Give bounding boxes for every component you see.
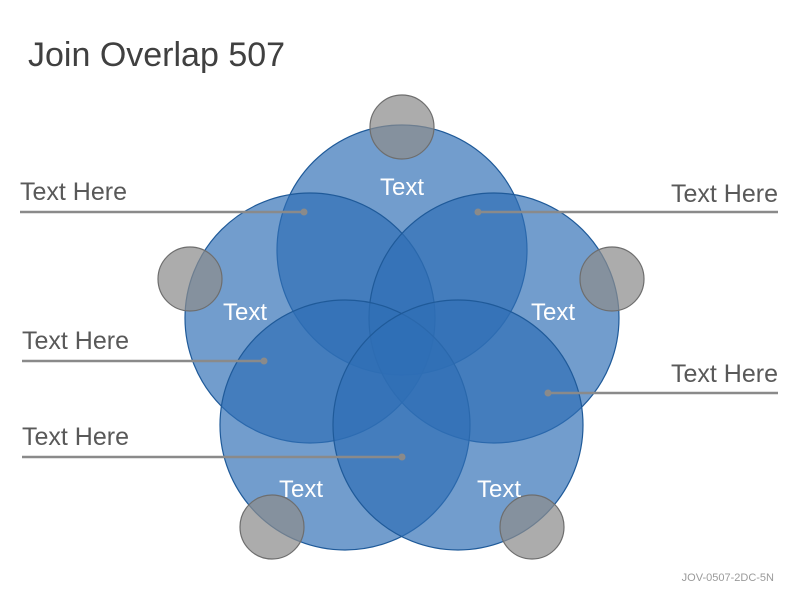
satellite-circles bbox=[157, 94, 645, 560]
callout-text-2: Text Here bbox=[671, 180, 778, 208]
callout-dot-1 bbox=[300, 208, 308, 216]
satellite-bottom-right bbox=[499, 494, 565, 560]
main-circles bbox=[184, 124, 620, 551]
callout-texts: Text Here Text Here Text Here Text Here … bbox=[20, 178, 778, 451]
callout-dot-2 bbox=[474, 208, 482, 216]
callout-text-1: Text Here bbox=[20, 178, 127, 206]
circle-label-upper-left: Text bbox=[223, 299, 267, 326]
satellite-top bbox=[369, 94, 435, 160]
circle-label-lower-right: Text bbox=[477, 476, 521, 503]
circle-label-lower-left: Text bbox=[279, 476, 323, 503]
callout-dot-4 bbox=[544, 389, 552, 397]
page-title: Join Overlap 507 bbox=[28, 36, 286, 74]
callout-text-3: Text Here bbox=[22, 327, 129, 355]
callout-text-4: Text Here bbox=[671, 360, 778, 388]
circle-lower-right bbox=[332, 299, 584, 551]
callout-dot-3 bbox=[260, 357, 268, 365]
circle-label-top: Text bbox=[380, 174, 424, 201]
circle-label-upper-right: Text bbox=[531, 299, 575, 326]
satellite-left bbox=[157, 246, 223, 312]
satellite-bottom-left bbox=[239, 494, 305, 560]
callout-lines bbox=[20, 208, 778, 461]
footer-code: JOV-0507-2DC-5N bbox=[681, 572, 774, 584]
callout-dot-5 bbox=[398, 453, 406, 461]
satellite-right bbox=[579, 246, 645, 312]
circle-labels: Text Text Text Text Text bbox=[223, 174, 575, 503]
callout-text-5: Text Here bbox=[22, 423, 129, 451]
